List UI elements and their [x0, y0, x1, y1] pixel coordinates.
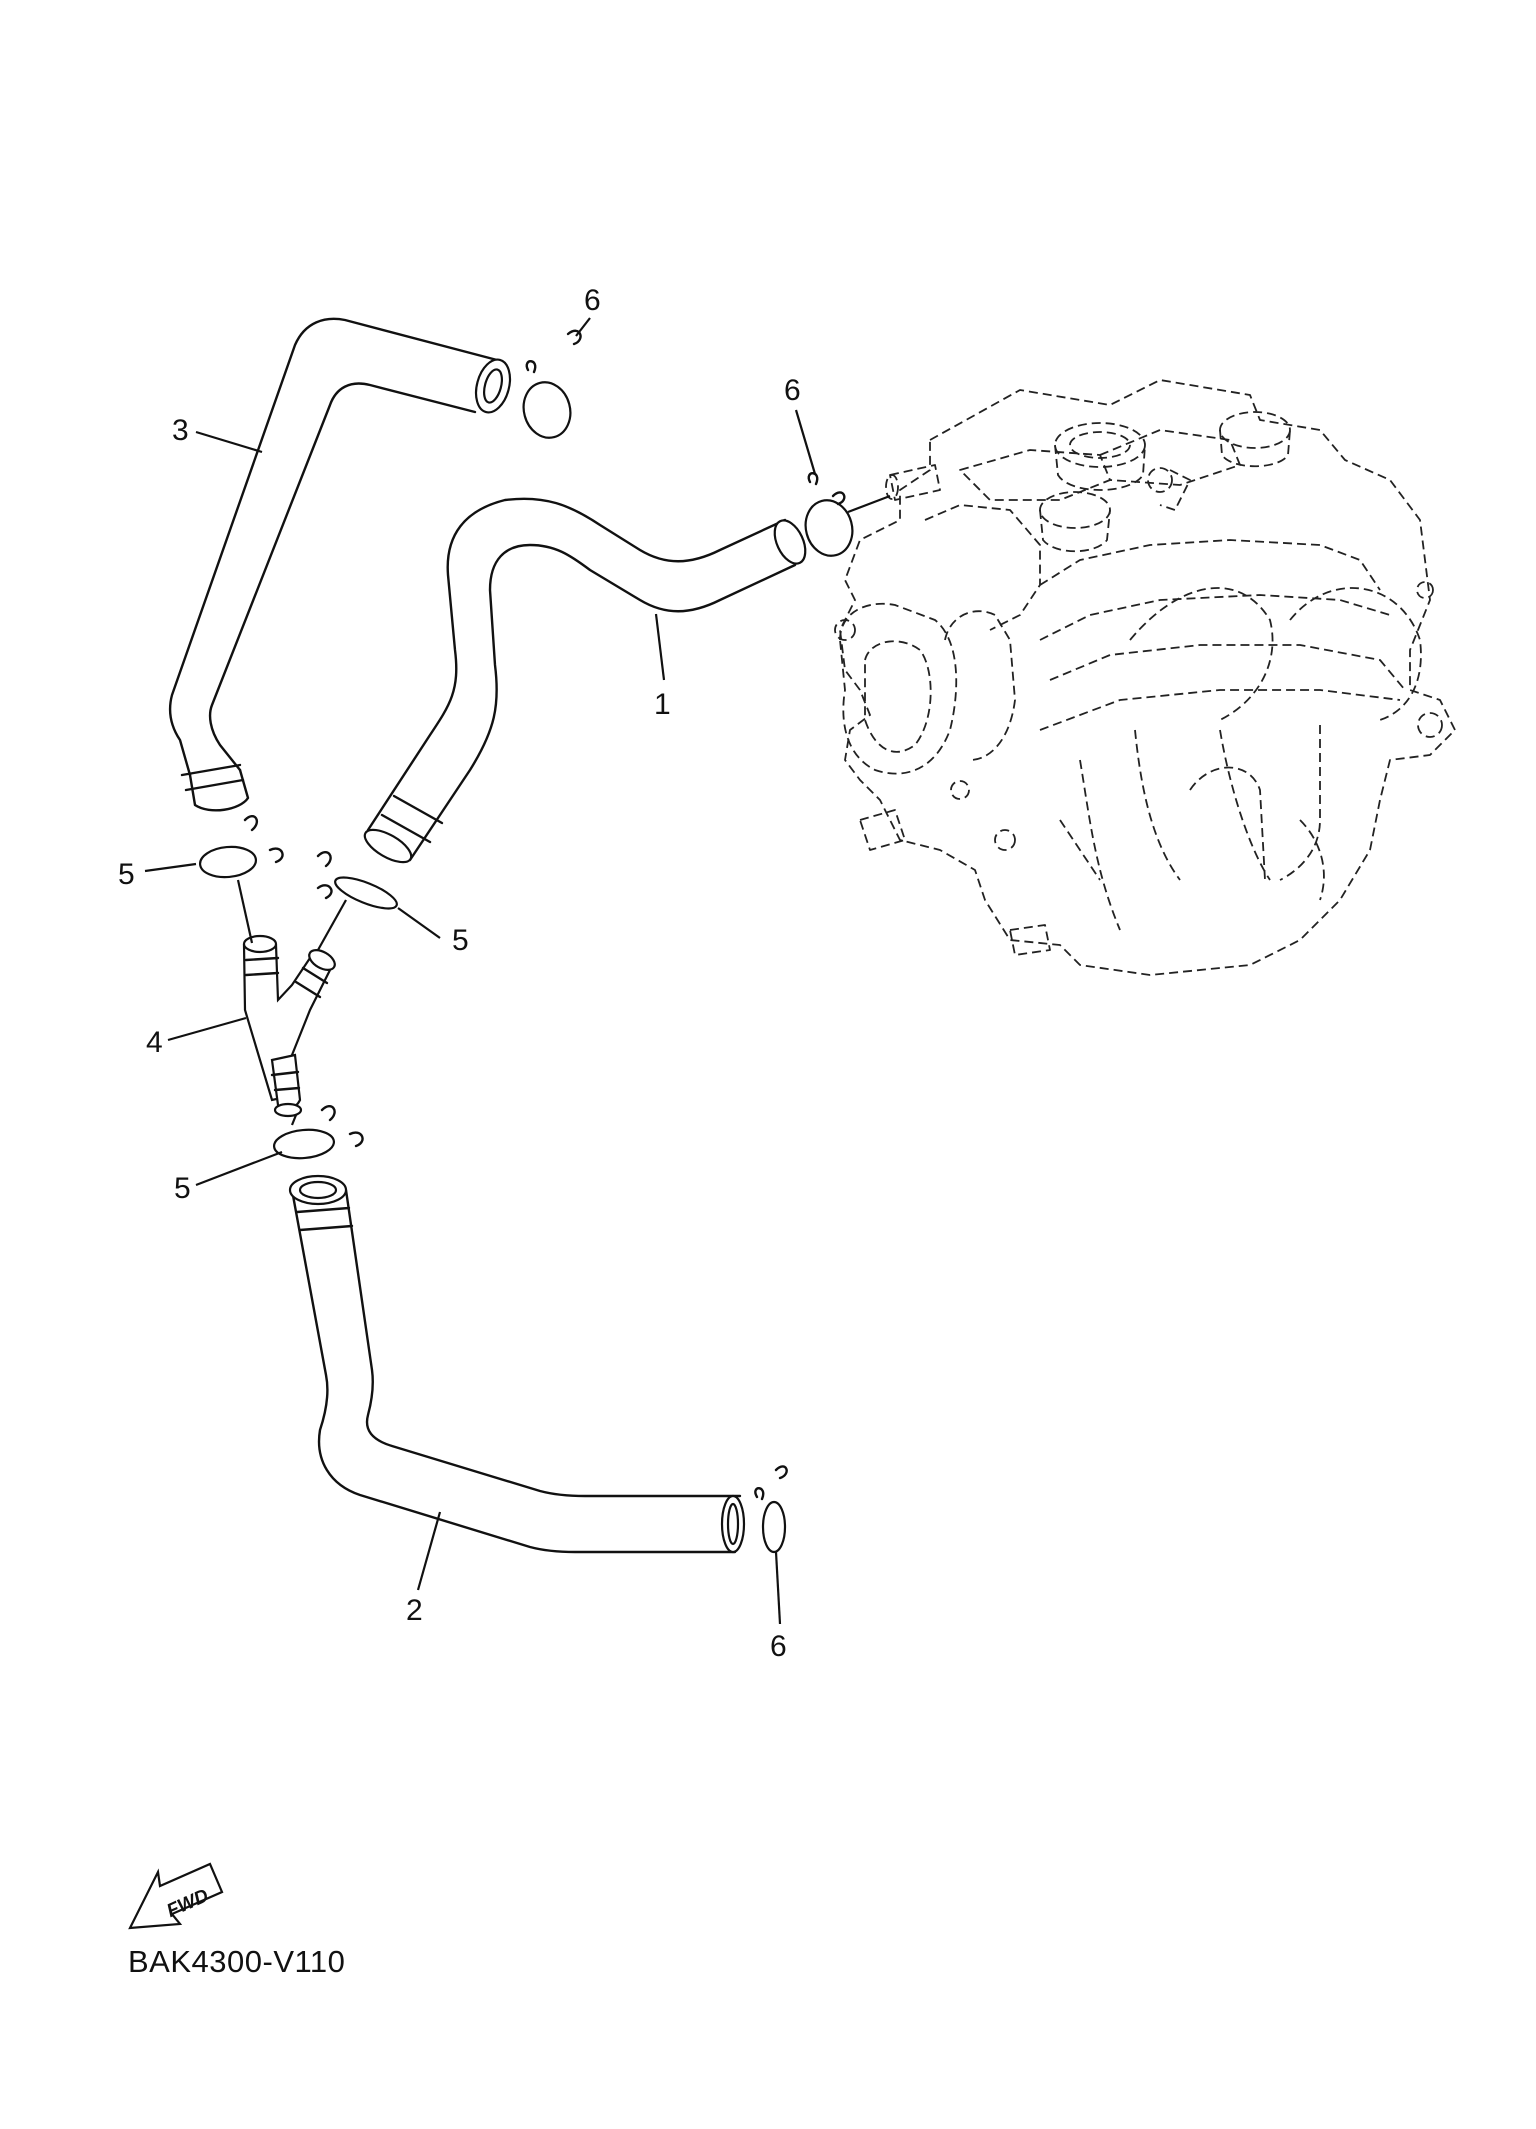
leader-3 [195, 430, 263, 454]
leader-5a [144, 862, 197, 873]
callout-4: 4 [146, 1026, 163, 1059]
callout-5-lower: 5 [174, 1172, 191, 1205]
clamp-5-lower [272, 1105, 364, 1160]
callout-1: 1 [654, 688, 671, 721]
fwd-arrow-icon: FWD [128, 1862, 224, 1930]
leader-1 [654, 613, 666, 681]
clamp-6-bottom [754, 1465, 788, 1554]
callout-5-upper-left: 5 [118, 858, 135, 891]
clamp-6-top [522, 329, 582, 439]
leader-6c [774, 1551, 782, 1625]
diagram-code: BAK4300-V110 [128, 1944, 346, 1979]
leader-2 [416, 1511, 442, 1591]
hose-1 [363, 497, 807, 864]
hose-3 [168, 317, 512, 812]
leader-6b [794, 409, 817, 475]
engine-cylinder-head [834, 379, 1456, 976]
joint-4 [242, 934, 336, 1118]
clamp-5-upper-right [316, 851, 398, 951]
callout-6-middle: 6 [784, 374, 801, 407]
leader-4 [167, 1016, 247, 1042]
leader-6a [575, 317, 591, 337]
leader-5c [195, 1150, 283, 1187]
callout-3: 3 [172, 414, 189, 447]
callout-2: 2 [406, 1594, 423, 1627]
hose-2 [288, 1174, 746, 1554]
clamp-5-upper-left [198, 815, 284, 944]
clamp-6-middle [804, 472, 891, 557]
leader-5b [397, 907, 441, 939]
callout-6-top: 6 [584, 284, 601, 317]
callout-5-upper-right: 5 [452, 924, 469, 957]
callout-6-bottom: 6 [770, 1630, 787, 1663]
